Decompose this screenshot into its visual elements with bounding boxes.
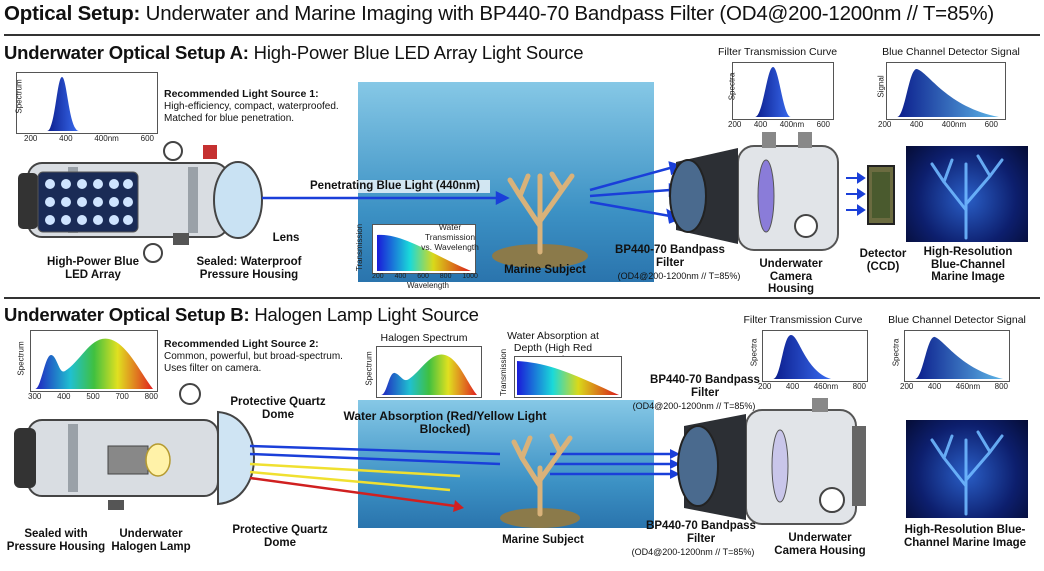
absorption-panel: [514, 356, 622, 398]
blue-beam-arrows: [262, 190, 510, 206]
absorption-plot: [517, 361, 619, 395]
bcd-b-axis: Spectra: [891, 338, 901, 367]
ftc-b-panel: [762, 330, 868, 382]
water-transmission-title: Water Transmission vs. Wavelength: [421, 222, 479, 252]
halogen-housing: [14, 383, 255, 510]
filter-b-top-label: BP440-70 Bandpass Filter: [650, 374, 760, 399]
halogen-source-spectrum-panel: [30, 330, 158, 392]
bcd-a-panel: [886, 62, 1006, 120]
halogen-spectrum-axis: Spectrum: [364, 351, 374, 386]
halogen-lamp-label: Underwater Halogen Lamp: [111, 528, 191, 553]
subject-b-label: Marine Subject: [502, 534, 584, 546]
subject-a-label: Marine Subject: [504, 264, 586, 276]
bcd-b-title: Blue Channel Detector Signal: [888, 314, 1026, 326]
camera-housing-b: [677, 398, 866, 525]
led-spectrum-plot: [47, 77, 79, 131]
water-transmission-x: Wavelength: [407, 281, 449, 290]
filter-b-bottom-spec: (OD4@200-1200nm // T=85%): [631, 547, 755, 557]
halogen-spectrum-plot: [381, 354, 477, 395]
image-a-label: High-Resolution Blue-Channel Marine Imag…: [923, 246, 1013, 283]
bcd-b-plot: [915, 336, 1003, 379]
lens-label: Lens: [272, 232, 300, 244]
halogen-source-spectrum-plot: [35, 338, 153, 389]
bcd-a-title: Blue Channel Detector Signal: [882, 46, 1020, 58]
source-2-note: Recommended Light Source 2:Common, power…: [164, 338, 343, 374]
filter-a-label: BP440-70 Bandpass Filter: [615, 244, 725, 269]
filter-b-bottom-label: BP440-70 Bandpass Filter: [646, 520, 756, 545]
filter-a-spec: (OD4@200-1200nm // T=85%): [617, 271, 741, 281]
water-transmission-plot: [377, 234, 471, 271]
marine-image-a: [906, 146, 1028, 242]
coral-a: [492, 171, 588, 268]
water-absorption-label: Water Absorption (Red/Yellow Light Block…: [343, 409, 547, 436]
halogen-spectrum-panel: [376, 346, 482, 398]
absorption-axis: Transmission: [499, 348, 509, 397]
dome-label-top: Protective Quartz Dome: [230, 396, 326, 421]
ftc-b-plot: [773, 335, 831, 379]
beam-label: Penetrating Blue Light (440nm): [300, 180, 490, 193]
led-array-label: High-Power Blue LED Array: [46, 256, 139, 281]
housing-a-label: Sealed: Waterproof Pressure Housing: [196, 256, 302, 281]
bcd-a-axis: Signal: [876, 75, 886, 98]
camera-housing-a: [669, 132, 839, 251]
detector-label: Detector (CCD): [859, 248, 907, 273]
ftc-a-axis: Spectra: [727, 72, 737, 101]
camera-a-label: Underwater Camera Housing: [759, 258, 823, 295]
led-spectrum-panel: [16, 72, 158, 134]
halogen-spectrum-title: Halogen Spectrum: [380, 332, 468, 344]
water-transmission-panel: [372, 224, 476, 274]
bcd-b-panel: [904, 330, 1010, 382]
broad-beam-arrows: [249, 444, 680, 512]
dome-label-bottom: Protective Quartz Dome: [232, 524, 328, 549]
ftc-a-title: Filter Transmission Curve: [718, 46, 838, 58]
halogen-source-spectrum-axis: Spectrum: [16, 341, 26, 376]
source-1-note: Recommended Light Source 1:High-efficien…: [164, 88, 339, 124]
page-title: Optical Setup: Underwater and Marine Ima…: [4, 2, 995, 25]
filter-b-top-spec: (OD4@200-1200nm // T=85%): [632, 401, 756, 411]
coral-image-b: [930, 430, 1004, 516]
housing-b-label: Sealed with Pressure Housing: [6, 528, 106, 553]
detector-ccd: [846, 165, 895, 225]
ftc-a-plot: [755, 67, 791, 117]
section-divider: [4, 297, 1040, 299]
ftc-a-panel: [732, 62, 834, 120]
water-transmission-y: Transmission: [355, 223, 365, 272]
coral-b: [500, 433, 580, 528]
image-b-label: High-Resolution Blue-Channel Marine Imag…: [903, 524, 1027, 549]
title-divider: [4, 34, 1040, 36]
bcd-a-plot: [897, 68, 999, 117]
setup-b-heading: Underwater Optical Setup B: Halogen Lamp…: [4, 304, 479, 325]
marine-image-b: [906, 420, 1028, 518]
camera-b-label: Underwater Camera Housing: [774, 532, 866, 557]
ftc-b-axis: Spectra: [749, 338, 759, 367]
coral-image-a: [930, 154, 1004, 240]
setup-a-heading: Underwater Optical Setup A: High-Power B…: [4, 42, 584, 63]
ftc-b-title: Filter Transmission Curve: [743, 314, 863, 326]
led-array: [37, 171, 139, 233]
led-spectrum-axis: Spectrum: [14, 79, 24, 114]
